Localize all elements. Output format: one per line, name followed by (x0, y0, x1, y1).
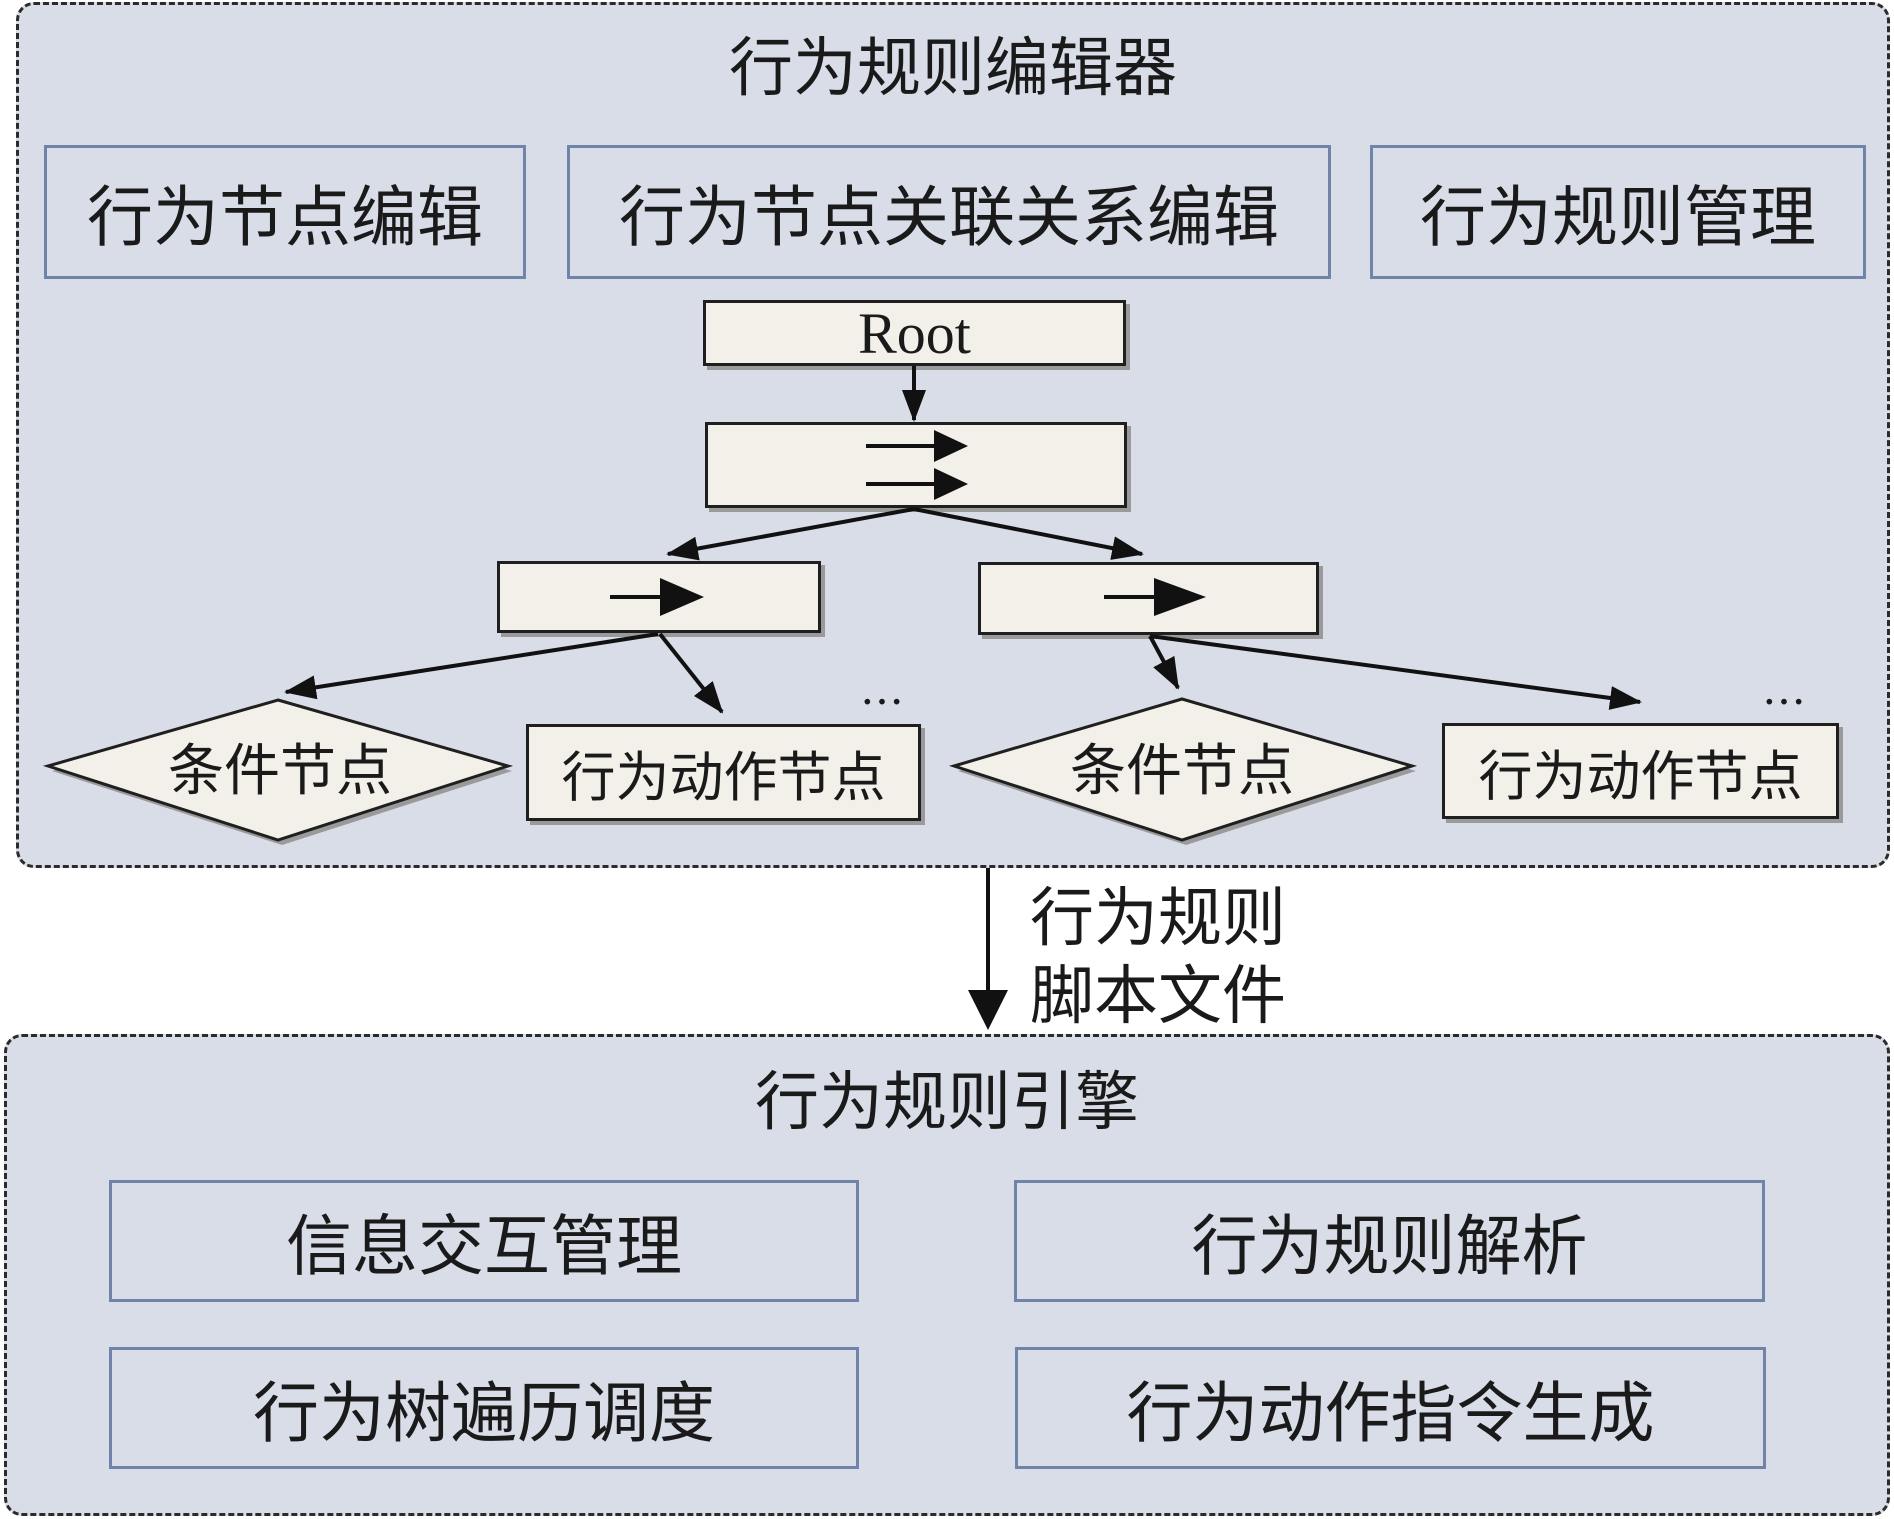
sequence-right-icon (1104, 578, 1206, 616)
module-tree-traversal: 行为树遍历调度 (109, 1347, 859, 1469)
ellipsis-left: … (860, 664, 908, 715)
engine-title: 行为规则引擎 (755, 1066, 1139, 1140)
edge-parallel-seq-right (913, 507, 1144, 560)
action-node-left: 行为动作节点 (526, 724, 921, 821)
edge-seqleft-action (658, 632, 724, 714)
root-node-label: Root (858, 300, 971, 366)
condition-node-right (948, 697, 1418, 845)
condition-node-right-label: 条件节点 (1070, 738, 1294, 804)
sequence-node-left (497, 561, 821, 633)
edge-seqright-action (1149, 634, 1642, 710)
action-node-right: 行为动作节点 (1442, 723, 1839, 819)
module-info-interaction: 信息交互管理 (109, 1180, 859, 1302)
sequence-left-icon (610, 578, 704, 616)
parallel-icon (866, 430, 968, 500)
module-action-command-gen: 行为动作指令生成 (1015, 1347, 1766, 1469)
flow-label: 行为规则 脚本文件 (1030, 880, 1286, 1036)
edge-seqright-condition (1148, 635, 1180, 690)
flow-label-line1: 行为规则 (1030, 882, 1286, 956)
action-node-left-label: 行为动作节点 (561, 746, 886, 809)
module-node-relation-edit: 行为节点关联关系编辑 (567, 145, 1331, 279)
edge-seqleft-condition (284, 632, 659, 700)
module-node-edit: 行为节点编辑 (44, 145, 526, 279)
edge-parallel-seq-left (666, 507, 915, 561)
module-rule-parsing: 行为规则解析 (1014, 1180, 1765, 1302)
action-node-right-label: 行为动作节点 (1478, 744, 1803, 808)
ellipsis-right: … (1762, 664, 1810, 715)
flow-arrow-head (968, 990, 1008, 1030)
condition-node-left (42, 698, 514, 845)
module-rule-management: 行为规则管理 (1370, 145, 1866, 279)
editor-title: 行为规则编辑器 (729, 32, 1177, 106)
root-node: Root (703, 300, 1126, 366)
flow-label-line2: 脚本文件 (1030, 960, 1286, 1034)
parallel-node (705, 422, 1127, 508)
condition-node-left-label: 条件节点 (168, 738, 392, 804)
